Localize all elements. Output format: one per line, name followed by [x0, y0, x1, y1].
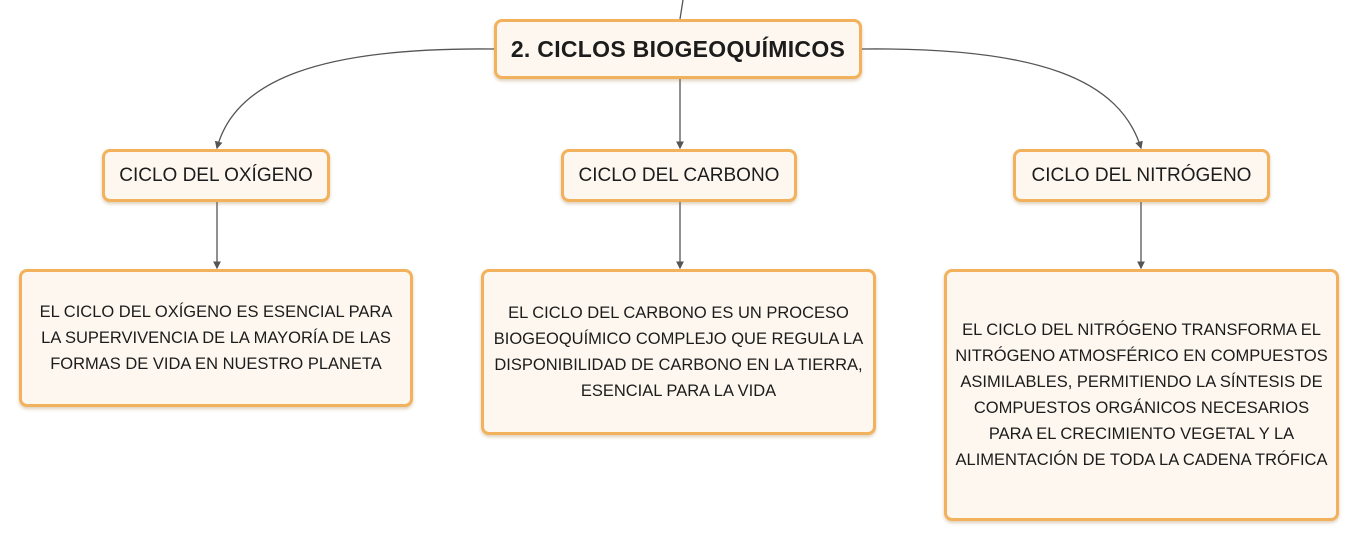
oxygen-cycle-description-node[interactable]: EL CICLO DEL OXÍGENO ES ESENCIAL PARA LA… [19, 269, 413, 407]
nitrogen-cycle-description-node[interactable]: EL CICLO DEL NITRÓGENO TRANSFORMA EL NIT… [944, 269, 1339, 521]
nitrogen-cycle-description: EL CICLO DEL NITRÓGENO TRANSFORMA EL NIT… [955, 321, 1328, 469]
root-node[interactable]: 2. CICLOS BIOGEOQUÍMICOS [494, 19, 862, 79]
nitrogen-cycle-title: CICLO DEL NITRÓGENO [1031, 164, 1252, 186]
carbon-cycle-description: EL CICLO DEL CARBONO ES UN PROCESO BIOGE… [493, 304, 864, 400]
incoming-connector [679, 0, 684, 20]
oxygen-cycle-title: CICLO DEL OXÍGENO [119, 164, 313, 186]
root-node-title: 2. CICLOS BIOGEOQUÍMICOS [510, 35, 846, 62]
oxygen-cycle-node[interactable]: CICLO DEL OXÍGENO [102, 149, 330, 202]
nitrogen-cycle-node[interactable]: CICLO DEL NITRÓGENO [1013, 149, 1270, 202]
carbon-cycle-title: CICLO DEL CARBONO [578, 164, 780, 186]
connector-root-to-oxygen [214, 48, 495, 150]
carbon-cycle-description-node[interactable]: EL CICLO DEL CARBONO ES UN PROCESO BIOGE… [481, 269, 876, 435]
connector-root-to-nitrogen [861, 48, 1143, 150]
oxygen-cycle-description: EL CICLO DEL OXÍGENO ES ESENCIAL PARA LA… [39, 303, 393, 373]
carbon-cycle-node[interactable]: CICLO DEL CARBONO [561, 149, 797, 202]
